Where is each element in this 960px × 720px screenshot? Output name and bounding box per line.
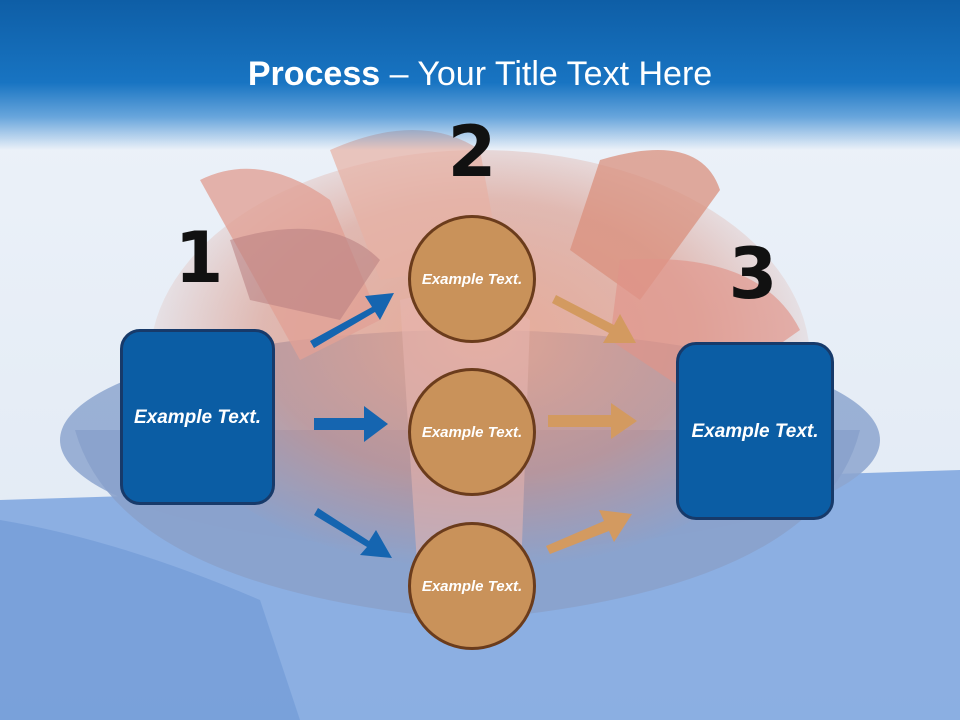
slide-title: Process – Your Title Text Here (0, 52, 960, 96)
circle-middle-text: Example Text. (421, 423, 523, 441)
step-number-2: 2 (447, 111, 497, 193)
circle-bottom-text: Example Text. (421, 577, 523, 595)
left-process-box[interactable]: Example Text. (120, 329, 275, 505)
title-rest: Your Title Text Here (417, 55, 713, 93)
step-number-1: 1 (174, 217, 224, 299)
circle-top-text: Example Text. (421, 270, 523, 288)
right-box-text: Example Text. (691, 420, 819, 442)
title-bar (0, 0, 960, 150)
title-bold: Process (247, 55, 381, 93)
circle-step-middle[interactable]: Example Text. (408, 368, 536, 496)
title-dash: – (380, 55, 418, 93)
circle-step-bottom[interactable]: Example Text. (408, 522, 536, 650)
step-number-3: 3 (728, 233, 778, 315)
right-process-box[interactable]: Example Text. (676, 342, 834, 520)
left-box-text: Example Text. (133, 406, 262, 428)
circle-step-top[interactable]: Example Text. (408, 215, 536, 343)
